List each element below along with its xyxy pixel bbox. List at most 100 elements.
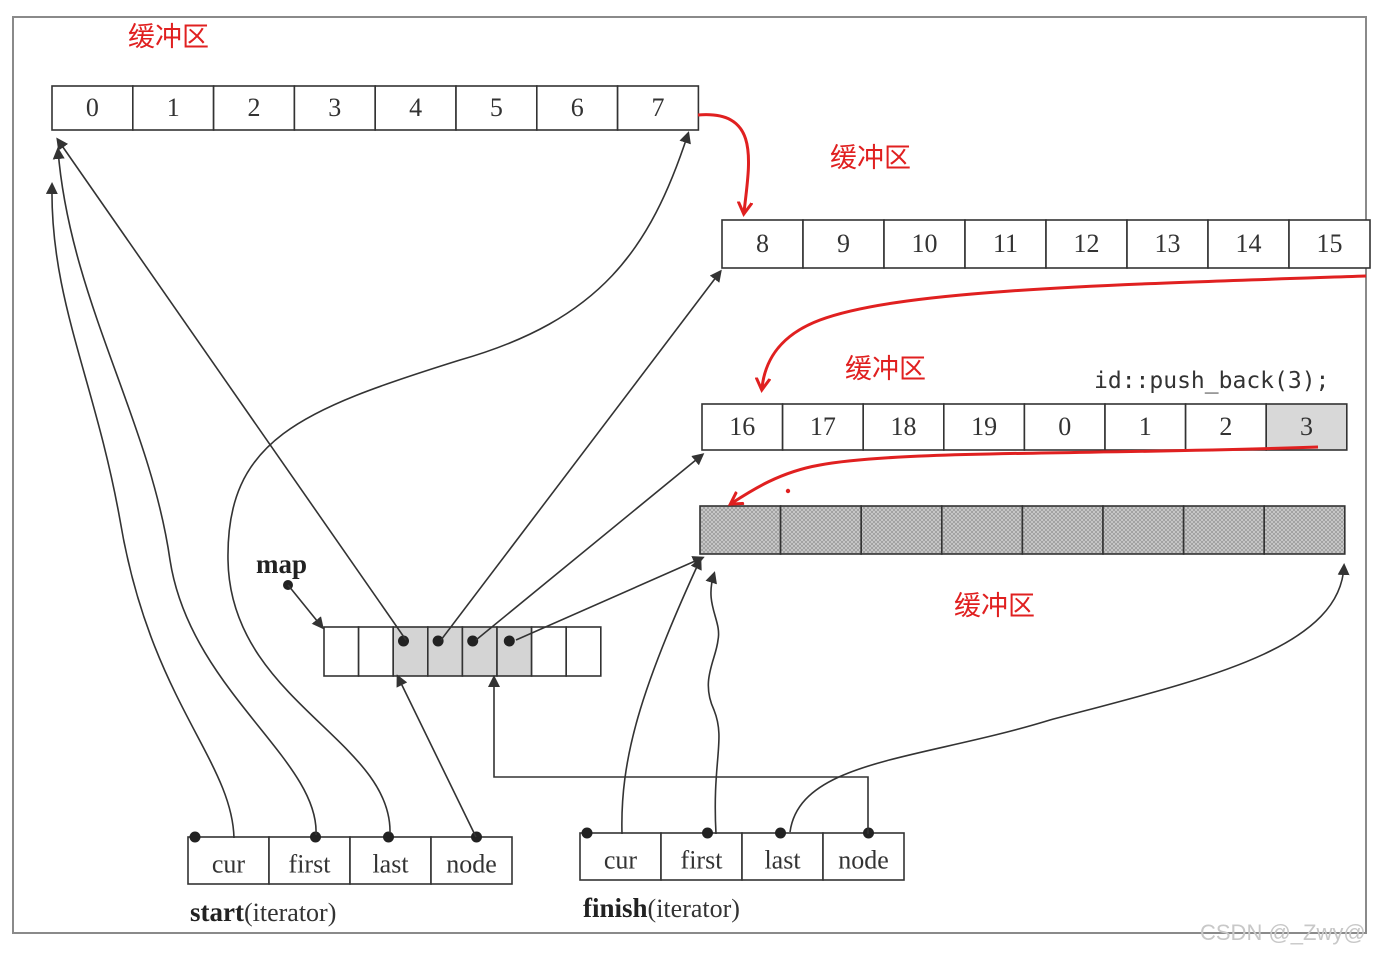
buffer-cell xyxy=(883,219,966,269)
iterator-field-label: first xyxy=(289,849,332,878)
map-node-dot xyxy=(432,635,444,647)
buffer-cell xyxy=(781,403,864,451)
map-node-empty xyxy=(357,626,395,677)
buffer-cell-value: 18 xyxy=(891,412,917,441)
buffer-cell xyxy=(701,403,784,451)
map-node-used xyxy=(496,626,533,677)
buffer-cell xyxy=(721,219,804,269)
buffer-cell xyxy=(455,85,538,131)
diagram-frame xyxy=(12,16,1367,934)
buffer-label-2: 缓冲区 xyxy=(830,143,911,174)
red-flow-arrows xyxy=(697,113,1367,503)
buffer-cell xyxy=(1265,403,1348,451)
buffer-cell-value: 16 xyxy=(729,412,755,441)
map-array xyxy=(323,626,602,677)
buffer-cell xyxy=(1184,403,1267,451)
buffer-cell xyxy=(1102,505,1185,555)
iterator-pointer-dot xyxy=(310,831,321,843)
buffer-cell xyxy=(1023,403,1106,451)
iterator-field-label: last xyxy=(764,845,801,874)
map-node-dot xyxy=(503,635,515,647)
buffer-1: 8 9 10 11 12 13 14 15 xyxy=(721,219,1371,269)
iterator-field-label: cur xyxy=(212,849,246,878)
buffer-cell-value: 6 xyxy=(571,93,584,122)
iterator-pointer-dot xyxy=(471,831,482,843)
map-node-dot xyxy=(467,635,479,647)
buffer-cell-value: 3 xyxy=(328,93,341,122)
buffer-cell xyxy=(862,403,945,451)
buffer-cell xyxy=(293,85,376,131)
iterator-field xyxy=(349,836,432,885)
buffer-cell xyxy=(1182,505,1265,555)
pointer-lines xyxy=(45,131,1350,839)
iterator-pointer-dot xyxy=(775,827,786,839)
buffer-cell-value: 11 xyxy=(993,229,1018,258)
start-iterator-label: start(iterator) xyxy=(190,897,336,927)
buffer-cell-value: 12 xyxy=(1074,229,1100,258)
buffer-cell-value: 13 xyxy=(1155,229,1181,258)
map-node-empty xyxy=(530,626,567,677)
map-node-dot xyxy=(398,635,409,647)
iterator-field-label: node xyxy=(838,845,889,874)
finish-iterator-label: finish(iterator) xyxy=(583,893,740,923)
buffer-cell-value: 1 xyxy=(1139,412,1152,441)
buffer-3 xyxy=(699,505,1346,555)
iterator-pointer-dot xyxy=(581,827,593,839)
buffer-cell xyxy=(616,85,700,131)
buffer-cell xyxy=(51,85,134,131)
buffer-cell xyxy=(535,85,619,131)
buffer-cell xyxy=(1288,219,1371,269)
buffer-cell-value: 4 xyxy=(409,93,422,122)
buffer-label-3: 缓冲区 xyxy=(845,354,926,385)
buffer-cell-value: 8 xyxy=(756,229,769,258)
map-node-empty xyxy=(323,626,360,677)
buffer-cell xyxy=(940,505,1024,555)
buffer-2: 16 17 18 19 0 1 2 3 xyxy=(701,403,1348,451)
buffer-label-4: 缓冲区 xyxy=(954,591,1035,622)
iterator-field-label: last xyxy=(372,849,409,878)
buffer-cell-value: 2 xyxy=(1219,412,1232,441)
buffer-cell xyxy=(802,219,885,269)
buffer-cell-value: 9 xyxy=(837,229,850,258)
buffer-cell xyxy=(964,219,1047,269)
buffer-cell-value: 0 xyxy=(86,93,99,122)
buffer-cell-value: 0 xyxy=(1058,412,1071,441)
buffer-cell-value: 5 xyxy=(490,93,503,122)
buffer-0: 0 1 2 3 4 5 6 7 xyxy=(51,85,700,131)
code-call-text: id::push_back(3); xyxy=(1094,368,1329,394)
buffer-cell-value: 3 xyxy=(1300,412,1313,441)
iterator-field xyxy=(660,832,743,881)
buffer-cell xyxy=(860,505,943,555)
buffer-cell xyxy=(132,85,215,131)
iterator-pointer-dot xyxy=(383,831,394,843)
buffer-cell-value: 19 xyxy=(971,412,997,441)
map-label: map xyxy=(256,549,307,579)
start-iterator: cur first last node xyxy=(187,831,513,885)
buffer-cell xyxy=(1021,505,1104,555)
buffer-cell xyxy=(1207,219,1290,269)
buffer-cell-value: 2 xyxy=(248,93,261,122)
buffer-cell xyxy=(1104,403,1187,451)
iterator-field xyxy=(187,836,270,885)
buffer-cell-value: 10 xyxy=(912,229,938,258)
buffer-cell xyxy=(942,403,1026,451)
map-node-used xyxy=(461,626,498,677)
buffer-label-1: 缓冲区 xyxy=(128,22,209,53)
buffer-cell-value: 7 xyxy=(652,93,665,122)
iterator-field-label: node xyxy=(446,849,497,878)
buffer-cell-value: 17 xyxy=(810,412,836,441)
buffer-cell xyxy=(699,505,782,555)
watermark-text: CSDN @_Zwy@ xyxy=(1200,920,1366,945)
buffer-cell xyxy=(374,85,457,131)
buffer-cell-value: 15 xyxy=(1317,229,1343,258)
iterator-field-label: cur xyxy=(604,845,638,874)
iterator-pointer-dot xyxy=(189,831,201,843)
iterator-field xyxy=(430,836,513,885)
buffer-cell-value: 1 xyxy=(167,93,180,122)
map-node-used xyxy=(392,626,429,677)
iterator-pointer-dot xyxy=(702,827,713,839)
buffer-cell-value: 14 xyxy=(1236,229,1262,258)
buffer-cell xyxy=(779,505,862,555)
